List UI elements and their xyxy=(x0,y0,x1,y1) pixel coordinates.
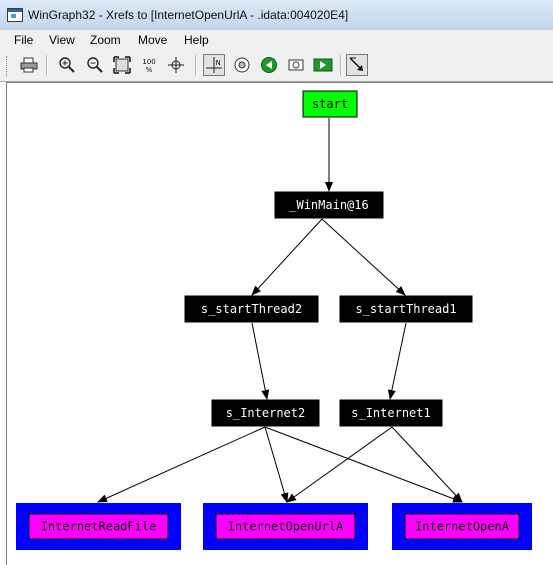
layout-icon: N xyxy=(206,57,222,73)
go-left-icon xyxy=(261,57,277,73)
menu-bar: File View Zoom Move Help xyxy=(0,30,553,50)
zoom-in-button[interactable] xyxy=(56,54,78,76)
toolbar-separator xyxy=(340,55,342,76)
node-label: s_startThread1 xyxy=(355,302,456,316)
menu-zoom[interactable]: Zoom xyxy=(90,33,121,47)
fit-window-icon xyxy=(113,56,131,74)
go-right-icon xyxy=(313,58,333,72)
node-start[interactable]: start xyxy=(302,90,358,118)
node-in2[interactable]: s_Internet2 xyxy=(211,399,320,427)
node-label: _WinMain@16 xyxy=(289,198,368,212)
edge-winmain-to-st2[interactable] xyxy=(251,218,323,296)
zoom-out-button[interactable] xyxy=(84,54,106,76)
node-label: InternetOpenUrlA xyxy=(228,520,344,534)
go-right-button[interactable] xyxy=(312,54,334,76)
center-icon xyxy=(168,57,184,73)
follow-edge-icon xyxy=(349,57,363,71)
circle-button[interactable] xyxy=(231,54,253,76)
node-iou[interactable]: InternetOpenUrlA xyxy=(203,503,368,550)
center-button[interactable] xyxy=(165,54,187,76)
title-bar[interactable]: WinGraph32 - Xrefs to [InternetOpenUrlA … xyxy=(0,0,553,31)
svg-text:%: % xyxy=(146,66,153,74)
move-button[interactable] xyxy=(285,54,307,76)
node-label: s_Internet2 xyxy=(226,406,305,420)
menu-view[interactable]: View xyxy=(49,33,75,47)
graph-edges xyxy=(97,118,463,503)
edge-in2-to-iou[interactable] xyxy=(264,426,289,503)
zoom-in-icon xyxy=(59,57,75,73)
node-winmain[interactable]: _WinMain@16 xyxy=(274,191,384,219)
node-box xyxy=(184,295,319,323)
svg-text:100: 100 xyxy=(142,58,155,66)
edge-in1-to-ioa[interactable] xyxy=(391,426,463,503)
zoom-out-icon xyxy=(87,57,103,73)
node-label: s_startThread2 xyxy=(201,302,302,316)
app-icon xyxy=(7,8,23,22)
node-irf[interactable]: InternetReadFile xyxy=(16,503,181,550)
toolbar-grip[interactable] xyxy=(6,56,9,76)
fit-window-button[interactable] xyxy=(111,54,133,76)
follow-edge-button[interactable] xyxy=(346,54,368,76)
node-box xyxy=(302,90,358,118)
node-label: InternetReadFile xyxy=(41,520,157,534)
node-in1[interactable]: s_Internet1 xyxy=(339,399,443,427)
menu-file[interactable]: File xyxy=(14,33,34,47)
move-icon xyxy=(288,59,304,71)
window-title: WinGraph32 - Xrefs to [InternetOpenUrlA … xyxy=(28,8,349,22)
node-box xyxy=(339,295,473,323)
svg-text:N: N xyxy=(216,59,221,67)
print-button[interactable] xyxy=(18,54,40,76)
zoom-100-icon: 100 % xyxy=(142,58,155,74)
node-box xyxy=(339,399,443,427)
toolbar-separator xyxy=(195,55,197,76)
edge-in2-to-ioa[interactable] xyxy=(264,426,463,503)
node-label: InternetOpenA xyxy=(415,520,510,534)
node-box xyxy=(211,399,320,427)
edge-in2-to-irf[interactable] xyxy=(97,426,266,503)
menu-move[interactable]: Move xyxy=(138,33,168,47)
menu-help[interactable]: Help xyxy=(184,33,209,47)
edge-st2-to-in2[interactable] xyxy=(251,322,270,400)
node-label: s_Internet1 xyxy=(351,406,430,420)
graph-nodes: start _WinMain@16 s_startThread2 s_startThr… xyxy=(16,90,532,550)
graph-canvas[interactable]: start _WinMain@16 s_startThread2 s_startThr… xyxy=(6,82,553,565)
layout-button[interactable]: N xyxy=(203,54,225,76)
toolbar: 100 % N xyxy=(0,50,553,82)
circle-icon xyxy=(234,57,250,73)
edge-in1-to-iou[interactable] xyxy=(286,426,393,503)
toolbar-separator xyxy=(46,55,48,76)
node-st2[interactable]: s_startThread2 xyxy=(184,295,319,323)
node-ioa[interactable]: InternetOpenA xyxy=(392,503,532,550)
node-box xyxy=(215,513,356,540)
go-left-button[interactable] xyxy=(258,54,280,76)
xref-graph: start _WinMain@16 s_startThread2 s_startThr… xyxy=(16,90,532,550)
node-label: start xyxy=(312,97,348,111)
node-box xyxy=(404,513,520,540)
print-icon xyxy=(20,57,38,73)
zoom-100-button[interactable]: 100 % xyxy=(138,54,160,76)
edge-winmain-to-st1[interactable] xyxy=(321,218,406,296)
node-st1[interactable]: s_startThread1 xyxy=(339,295,473,323)
node-box xyxy=(28,513,169,540)
edge-st1-to-in1[interactable] xyxy=(387,322,407,400)
node-box xyxy=(274,191,384,219)
